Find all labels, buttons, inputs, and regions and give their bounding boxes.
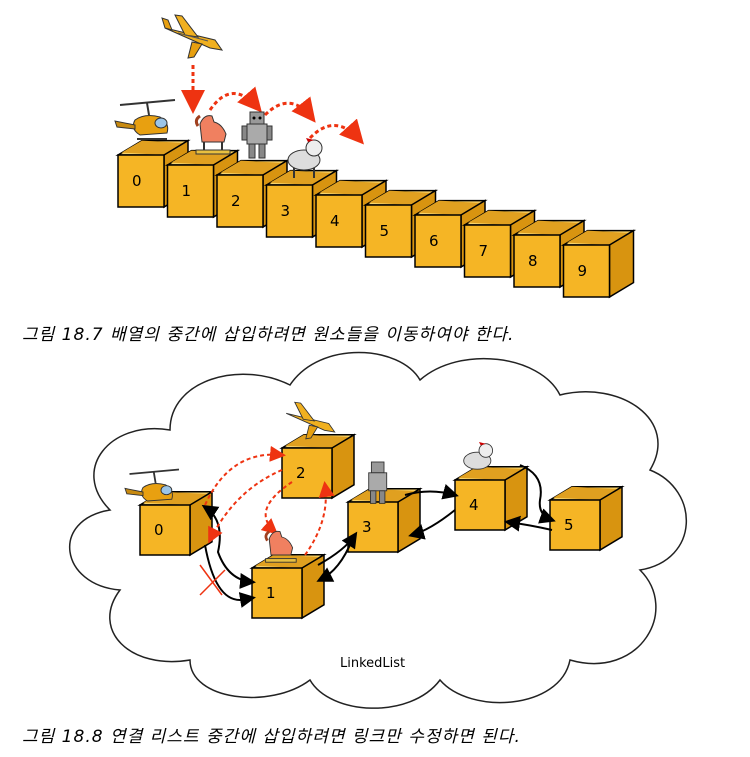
linked-list-figure: LinkedList 0 1 2 3 4 5 [22,351,687,747]
helicopter-icon [114,99,176,140]
array-box-2-label: 2 [231,192,241,210]
array-box-0: 0 [115,139,191,209]
robot-icon [368,461,388,504]
array-box-6-label: 6 [429,232,439,250]
array-box-3-label: 3 [281,202,291,220]
list-node-4-label: 4 [469,496,479,514]
array-box-0-label: 0 [132,172,142,190]
helicopter-icon [124,468,180,502]
array-box-4-label: 4 [330,212,340,230]
list-node-2: 2 [279,433,357,500]
airplane-icon [286,401,336,440]
array-box-9: 9 [560,229,637,299]
horse-icon [194,114,231,155]
figure-caption-linked-list: 그림 18.8 연결 리스트 중간에 삽입하려면 링크만 수정하면 된다. [22,727,521,747]
list-node-1-label: 1 [266,584,276,602]
airplane-icon [161,14,224,59]
cloud-label: LinkedList [340,656,405,671]
array-box-9-label: 9 [578,262,588,280]
list-node-4: 4 [452,465,530,532]
list-node-1: 1 [249,553,327,620]
array-figure: 0 1 2 3 4 5 6 7 8 9 [22,14,637,345]
figure-caption-array: 그림 18.7 배열의 중간에 삽입하려면 원소들을 이동하여야 한다. [22,325,514,345]
toy-dog-icon [463,442,494,470]
list-node-5: 5 [547,485,625,552]
horse-icon [264,530,297,563]
array-box-7-label: 7 [479,242,489,260]
list-node-3-label: 3 [362,518,372,536]
robot-icon [241,111,273,159]
list-node-0-label: 0 [154,521,164,539]
array-box-8-label: 8 [528,252,538,270]
list-node-5-label: 5 [564,516,574,534]
list-node-0: 0 [137,490,215,557]
array-box-5-label: 5 [380,222,390,240]
list-node-2-label: 2 [296,464,306,482]
array-box-1-label: 1 [182,182,192,200]
toy-dog-icon [287,138,323,178]
